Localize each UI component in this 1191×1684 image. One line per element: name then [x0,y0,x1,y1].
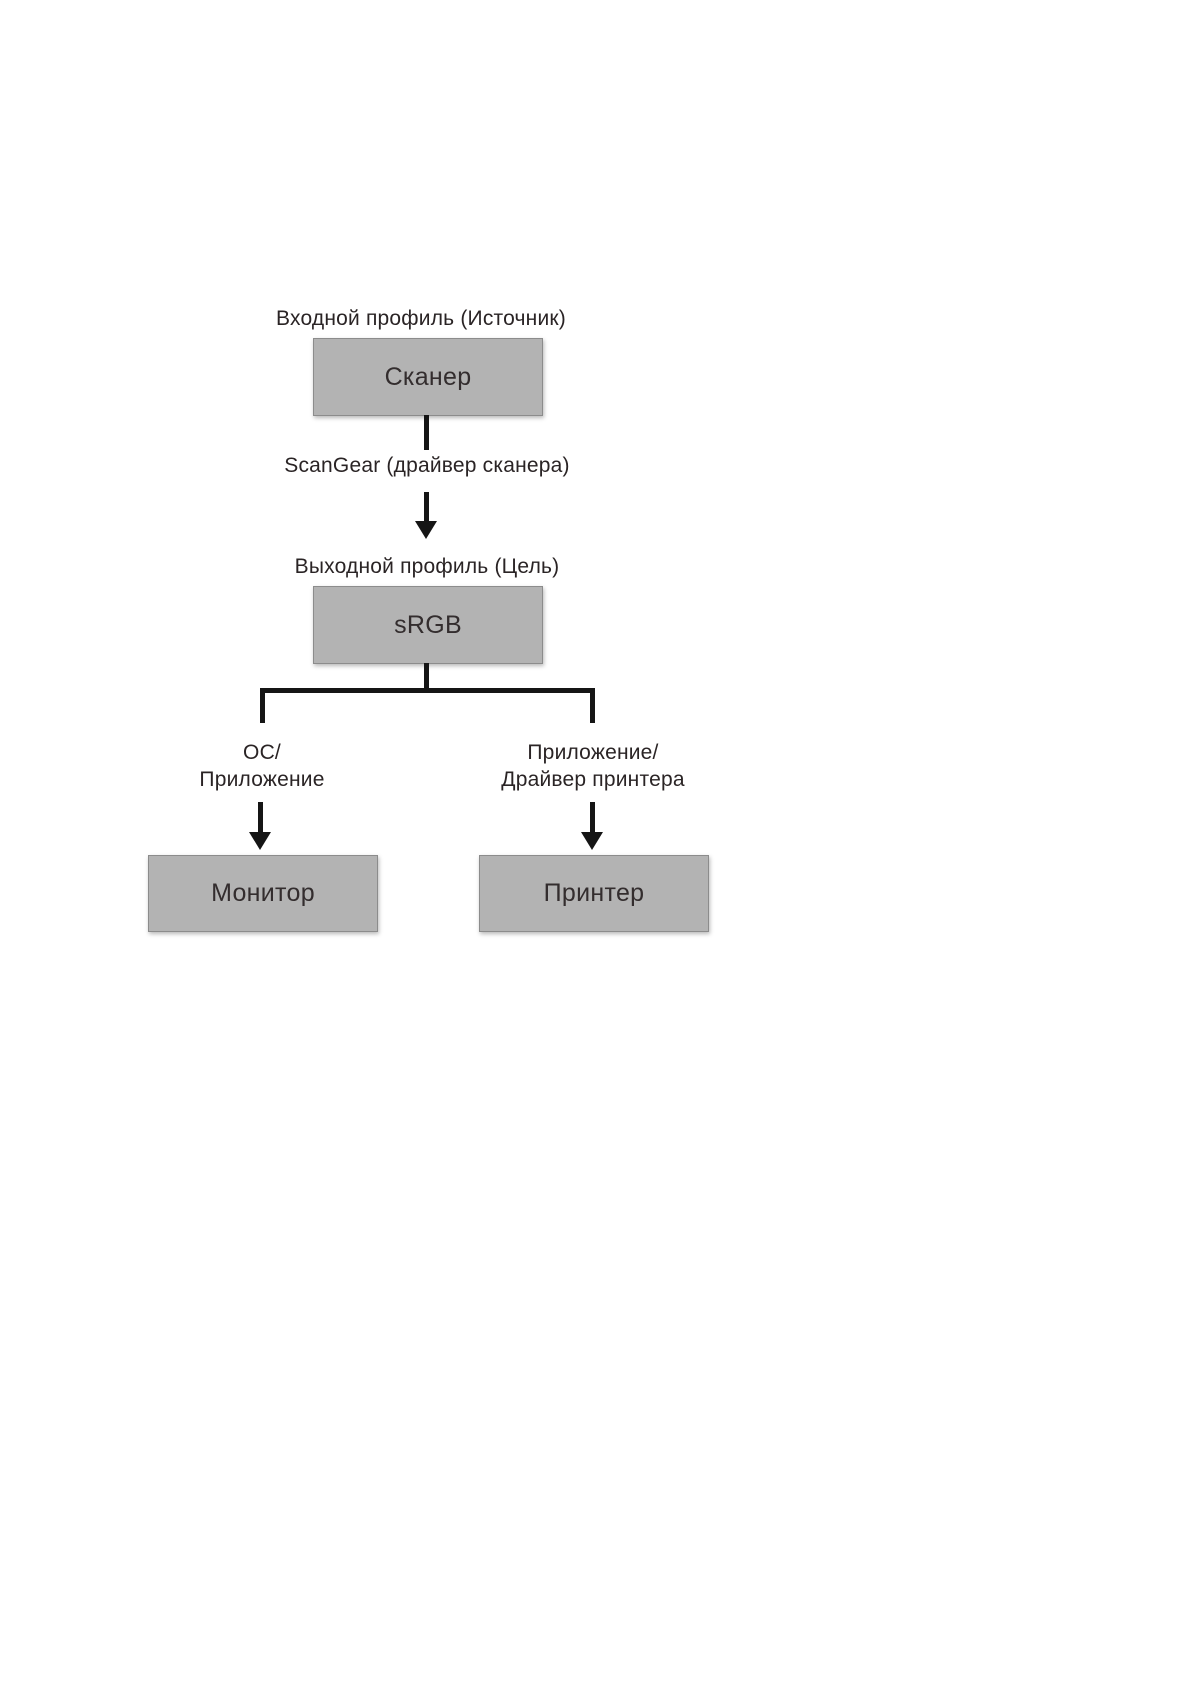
arrow-shaft [590,802,595,833]
arrow-down-icon [581,832,603,850]
os-application-label-line2: Приложение [199,767,325,791]
branch-left-line [260,688,265,723]
printer-box: Принтер [479,855,709,932]
input-profile-label: Входной профиль (Источник) [276,307,566,330]
arrow-shaft [424,492,429,522]
application-printer-driver-label: Приложение/ Драйвер принтера [468,740,718,794]
printer-box-label: Принтер [543,879,645,907]
branch-horizontal-line [260,688,595,693]
arrow-shaft [258,802,263,833]
srgb-box-label: sRGB [394,610,462,639]
application-printer-driver-label-line2: Драйвер принтера [501,767,685,791]
output-profile-label: Выходной профиль (Цель) [294,555,560,578]
branch-right-line [590,688,595,723]
os-application-label: ОС/ Приложение [157,740,367,794]
arrow-down-icon [249,832,271,850]
scanner-box: Сканер [313,338,543,416]
scangear-driver-label: ScanGear (драйвер сканера) [284,454,570,477]
os-application-label-line1: ОС/ [243,741,281,764]
srgb-box: sRGB [313,586,543,664]
arrow-down-icon [415,521,437,539]
connector-line [424,663,429,691]
monitor-box: Монитор [148,855,378,932]
application-printer-driver-label-line1: Приложение/ [527,741,659,764]
connector-line [424,415,429,450]
monitor-box-label: Монитор [211,879,315,907]
scanner-box-label: Сканер [384,362,472,391]
